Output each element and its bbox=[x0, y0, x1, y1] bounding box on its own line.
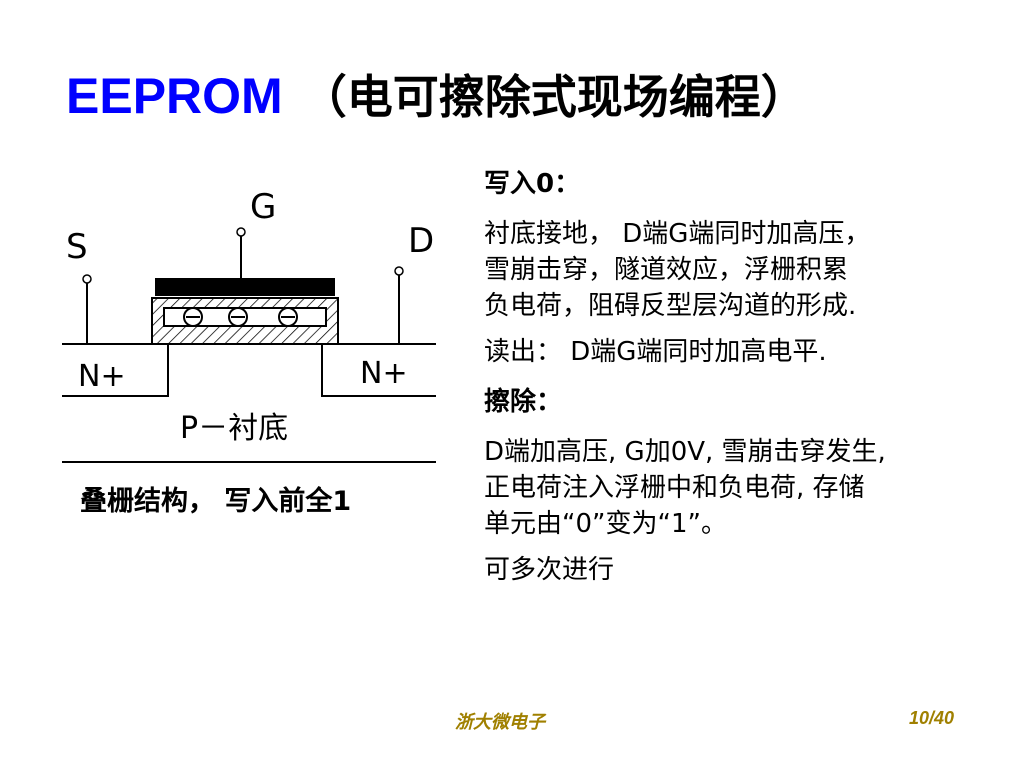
slide-title: EEPROM （电可擦除式现场编程） bbox=[66, 62, 807, 131]
erase-line-2: 正电荷注入浮栅中和负电荷, 存储 bbox=[484, 473, 865, 503]
control-gate bbox=[155, 278, 335, 296]
erase-header: 擦除： bbox=[484, 387, 563, 417]
electron-minus-icon bbox=[278, 307, 298, 327]
erase-line-1: D端加高压, G加0V, 雪崩击穿发生, bbox=[484, 437, 886, 467]
diagram-svg: G S D bbox=[62, 187, 436, 463]
erase-line-3: 单元由“0”变为“1”。 bbox=[484, 509, 727, 539]
title-chinese: （电可擦除式现场编程） bbox=[300, 70, 807, 124]
write0-description: 衬底接地， D端G端同时加高压， 雪崩击穿，隧道效应，浮栅积累 负电荷，阻碍反型… bbox=[484, 216, 1004, 324]
source-terminal bbox=[82, 274, 92, 284]
write0-line-2: 雪崩击穿，隧道效应，浮栅积累 bbox=[484, 255, 849, 285]
gate-label: G bbox=[250, 187, 276, 227]
repeat-note: 可多次进行 bbox=[484, 555, 615, 585]
n-plus-right-label: N+ bbox=[360, 356, 408, 391]
eeprom-cell-diagram: G S D bbox=[60, 180, 450, 470]
write0-line-1: 衬底接地， D端G端同时加高压， bbox=[484, 219, 871, 249]
page-number: 10/40 bbox=[909, 708, 955, 728]
drain-label: D bbox=[408, 221, 434, 261]
n-plus-left-label: N+ bbox=[78, 359, 126, 394]
gate-terminal bbox=[236, 227, 246, 237]
erase-description: D端加高压, G加0V, 雪崩击穿发生, 正电荷注入浮栅中和负电荷, 存储 单元… bbox=[484, 434, 1004, 542]
explanation-text: 写入0： 衬底接地， D端G端同时加高压， 雪崩击穿，隧道效应，浮栅积累 负电荷… bbox=[484, 166, 1004, 602]
source-label: S bbox=[66, 227, 88, 267]
write0-header: 写入0： bbox=[484, 169, 581, 199]
title-eeprom: EEPROM bbox=[66, 68, 283, 124]
drain-terminal bbox=[394, 266, 404, 276]
electron-minus-icon bbox=[183, 307, 203, 327]
substrate-label: P－衬底 bbox=[180, 411, 288, 446]
n-plus-right-region bbox=[321, 344, 436, 397]
n-plus-left-region bbox=[62, 344, 169, 397]
write0-line-3: 负电荷，阻碍反型层沟道的形成. bbox=[484, 291, 857, 321]
electron-minus-icon bbox=[228, 307, 248, 327]
read-description: 读出： D端G端同时加高电平. bbox=[484, 337, 827, 367]
diagram-caption: 叠栅结构， 写入前全1 bbox=[80, 486, 352, 517]
footer-organization: 浙大微电子 bbox=[455, 712, 545, 733]
